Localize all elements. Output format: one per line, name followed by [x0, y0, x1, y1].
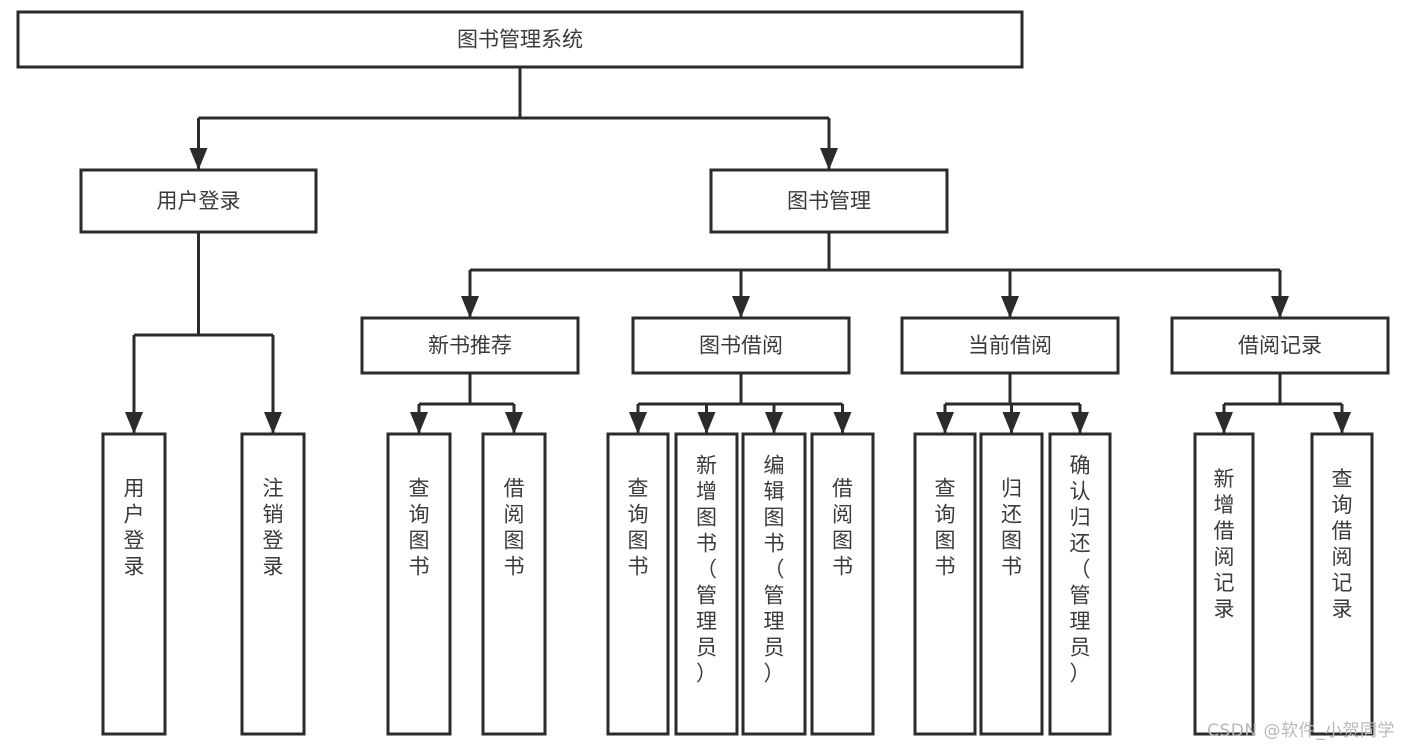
node-leaf-用户登录[interactable]: 用户登录	[101, 432, 167, 736]
node-label: 图书借阅	[699, 334, 783, 358]
node-label: 查询图书	[935, 476, 956, 578]
connector-arrowhead	[765, 412, 783, 434]
node-label: 注销登录	[263, 476, 284, 578]
connector-arrowhead	[1002, 412, 1021, 434]
node-label: 新书推荐	[428, 334, 512, 358]
node-label: 图书管理系统	[457, 28, 583, 52]
connector-arrowhead	[410, 412, 428, 434]
node-box	[79, 168, 318, 234]
node-leaf-查询借阅记录[interactable]: 查询借阅记录	[1310, 432, 1374, 736]
node-label: 新增图书（管理员）	[696, 454, 717, 686]
node-box	[1193, 432, 1255, 736]
node-box	[913, 432, 977, 736]
node-l2-用户登录[interactable]: 用户登录	[79, 168, 318, 234]
node-root-图书管理系统[interactable]: 图书管理系统	[16, 10, 1024, 69]
node-label: 查询图书	[628, 476, 649, 578]
connector-layer	[125, 67, 1351, 434]
node-label: 借阅记录	[1238, 334, 1322, 358]
node-label: 用户登录	[124, 476, 145, 578]
node-label: 当前借阅	[968, 334, 1052, 358]
node-box	[386, 432, 452, 736]
node-label: 确认归还（管理员）	[1070, 454, 1091, 686]
connector-arrowhead	[1215, 412, 1233, 434]
connector-arrowhead	[189, 148, 208, 170]
node-box	[1170, 316, 1390, 375]
node-layer: 图书管理系统用户登录图书管理新书推荐图书借阅当前借阅借阅记录用户登录注销登录查询…	[16, 10, 1390, 736]
node-box	[481, 432, 547, 736]
connector-arrowhead	[1071, 412, 1089, 434]
node-box	[674, 432, 739, 736]
node-box	[810, 432, 875, 736]
node-leaf-编辑图书管理员[interactable]: 编辑图书（管理员）	[741, 432, 807, 736]
node-leaf-借阅图书[interactable]: 借阅图书	[481, 432, 547, 736]
connector-arrowhead	[125, 412, 143, 434]
node-leaf-查询图书[interactable]: 查询图书	[386, 432, 452, 736]
node-leaf-注销登录[interactable]: 注销登录	[240, 432, 306, 736]
connector-arrowhead	[1333, 412, 1351, 434]
node-label: 编辑图书（管理员）	[764, 454, 785, 686]
node-label: 借阅图书	[832, 476, 853, 578]
node-leaf-查询图书[interactable]: 查询图书	[606, 432, 670, 736]
connector-arrowhead	[505, 412, 523, 434]
connector-arrowhead	[732, 296, 750, 318]
connector-arrowhead	[264, 412, 282, 434]
connector-arrowhead	[1001, 296, 1019, 318]
node-leaf-借阅图书[interactable]: 借阅图书	[810, 432, 875, 736]
node-box	[1310, 432, 1374, 736]
connector-arrowhead	[936, 412, 954, 434]
node-leaf-新增图书管理员[interactable]: 新增图书（管理员）	[674, 432, 739, 736]
node-box	[741, 432, 807, 736]
connector-arrowhead	[461, 296, 479, 318]
node-label: 新增借阅记录	[1214, 467, 1235, 621]
node-l3-新书推荐[interactable]: 新书推荐	[360, 316, 580, 375]
watermark-label: CSDN @软件_小贺同学	[1207, 721, 1395, 741]
node-box	[101, 432, 167, 736]
connector-arrowhead	[629, 412, 647, 434]
node-label: 查询图书	[409, 476, 430, 578]
node-l3-当前借阅[interactable]: 当前借阅	[900, 316, 1120, 375]
connector-arrowhead	[1271, 296, 1289, 318]
node-l2-图书管理[interactable]: 图书管理	[709, 168, 949, 234]
node-box	[240, 432, 306, 736]
node-box	[900, 316, 1120, 375]
node-box	[16, 10, 1024, 69]
node-box	[631, 316, 851, 375]
connector-arrowhead	[697, 412, 716, 434]
node-box	[979, 432, 1044, 736]
node-box	[360, 316, 580, 375]
node-l3-借阅记录[interactable]: 借阅记录	[1170, 316, 1390, 375]
node-label: 用户登录	[157, 189, 241, 213]
node-l3-图书借阅[interactable]: 图书借阅	[631, 316, 851, 375]
connector-arrowhead	[833, 412, 852, 434]
node-leaf-确认归还管理员[interactable]: 确认归还（管理员）	[1048, 432, 1112, 736]
node-box	[606, 432, 670, 736]
node-leaf-新增借阅记录[interactable]: 新增借阅记录	[1193, 432, 1255, 736]
node-box	[709, 168, 949, 234]
node-leaf-归还图书[interactable]: 归还图书	[979, 432, 1044, 736]
node-label: 归还图书	[1001, 476, 1022, 578]
node-label: 图书管理	[787, 189, 871, 213]
node-label: 借阅图书	[504, 476, 525, 578]
node-label: 查询借阅记录	[1332, 467, 1353, 621]
connector-arrowhead	[820, 148, 838, 170]
node-box	[1048, 432, 1112, 736]
node-leaf-查询图书[interactable]: 查询图书	[913, 432, 977, 736]
